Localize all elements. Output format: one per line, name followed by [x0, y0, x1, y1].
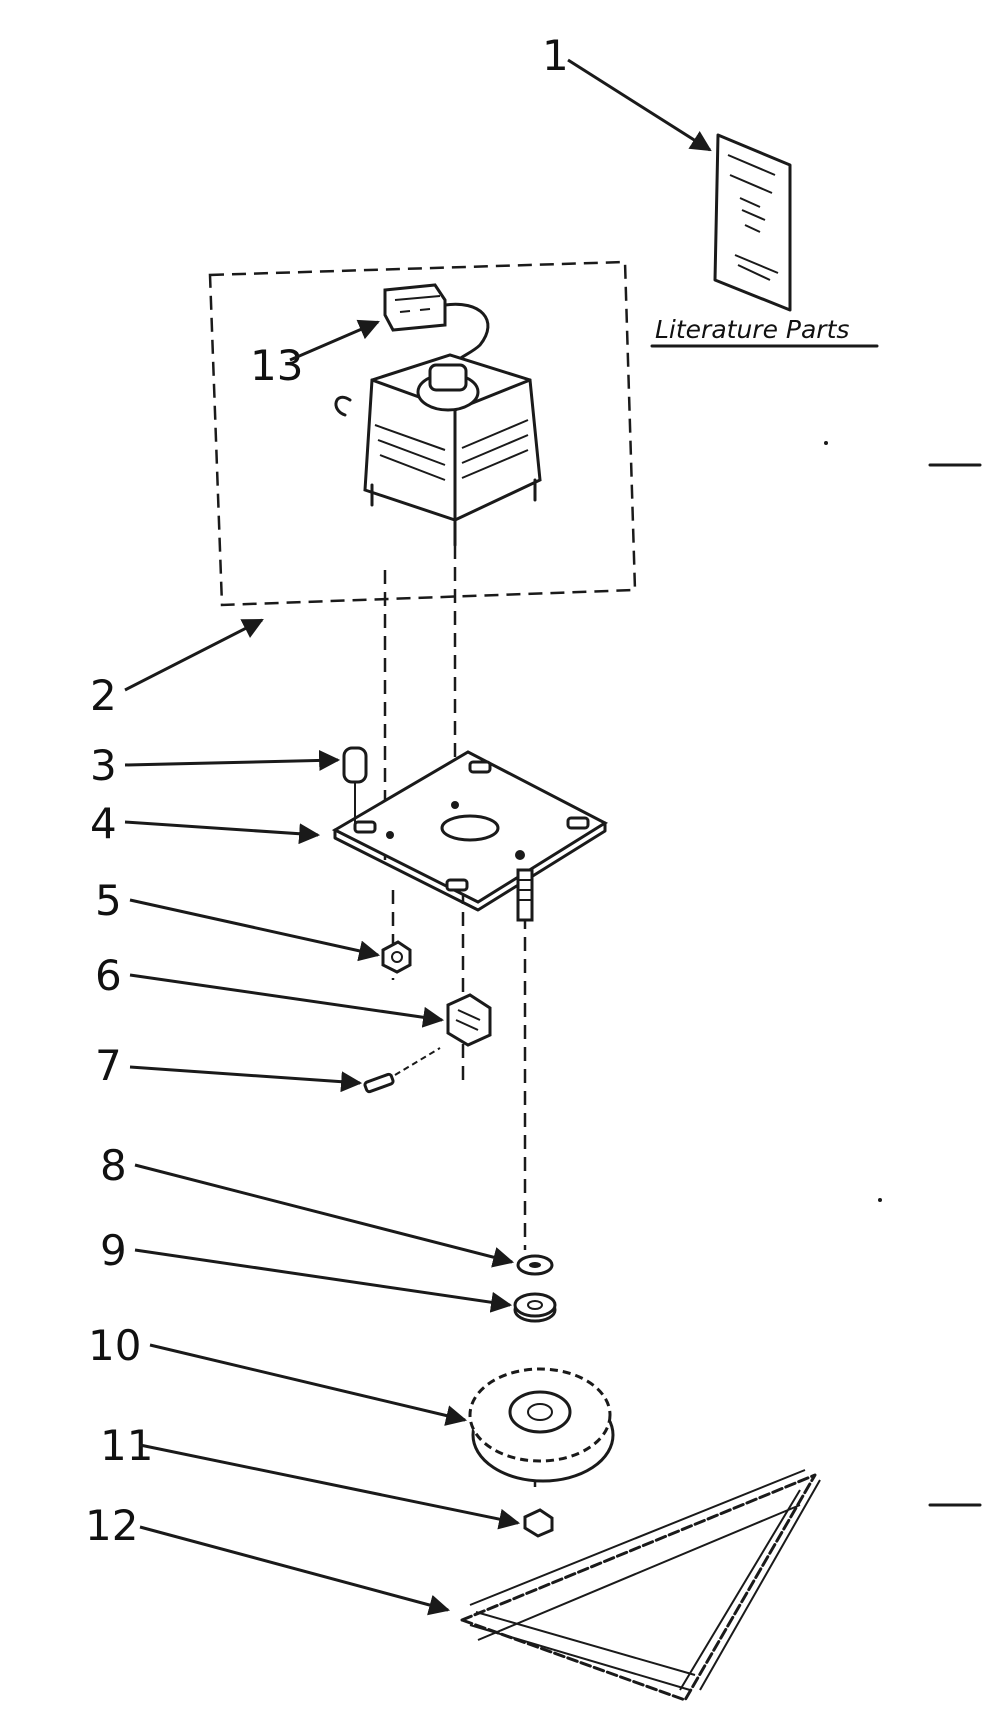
drive-motor	[334, 353, 542, 547]
coupling	[446, 993, 492, 1047]
sprocket	[468, 1367, 615, 1483]
leader-2	[124, 618, 264, 692]
nut	[381, 940, 412, 974]
leader-6	[129, 973, 445, 1028]
leader-1	[567, 58, 712, 152]
leader-11	[139, 1443, 521, 1530]
leader-3	[124, 749, 341, 771]
literature-sheet	[713, 133, 792, 312]
sprocket-shaft	[516, 868, 534, 922]
terminal-block	[383, 283, 490, 370]
leader-4	[124, 820, 321, 845]
speck-lower	[878, 1198, 882, 1202]
callout-5: 5	[95, 876, 122, 925]
leader-5	[129, 898, 381, 962]
speck-upper	[824, 441, 828, 445]
callout-6: 6	[95, 951, 122, 1000]
leader-8	[134, 1163, 515, 1268]
bolt	[342, 746, 368, 830]
motor-assembly-box	[208, 260, 637, 607]
callout-9: 9	[100, 1226, 127, 1275]
leader-13	[289, 319, 380, 362]
leader-9	[134, 1248, 513, 1313]
mounting-plate	[331, 750, 609, 912]
drive-chain	[460, 1469, 821, 1702]
callout-1: 1	[542, 31, 569, 80]
literature-parts-caption: Literature Parts	[655, 315, 849, 344]
leader-12	[139, 1525, 451, 1616]
callout-12: 12	[85, 1501, 138, 1550]
leader-7	[129, 1065, 363, 1093]
washer	[516, 1254, 554, 1276]
leader-10	[149, 1343, 468, 1426]
callout-4: 4	[90, 799, 117, 848]
callout-13: 13	[250, 341, 303, 390]
callout-3: 3	[90, 741, 117, 790]
callout-10: 10	[88, 1321, 141, 1370]
callout-8: 8	[100, 1141, 127, 1190]
spacer	[513, 1292, 557, 1323]
set-screw	[363, 1047, 441, 1094]
retaining-clip	[523, 1508, 554, 1538]
callout-7: 7	[95, 1041, 122, 1090]
callout-2: 2	[90, 671, 117, 720]
